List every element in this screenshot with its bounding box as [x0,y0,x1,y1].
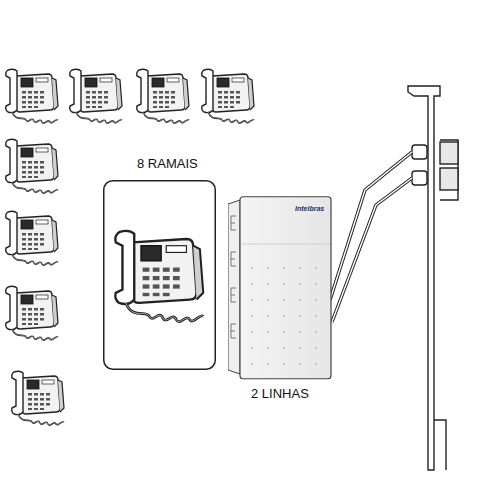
inset-box-outline [103,180,216,370]
pbx-device: Intelbras2 LINHAS [228,196,332,380]
pci-card [408,86,458,470]
brand-logo: Intelbras [295,205,324,212]
cables [330,152,412,322]
box-caption: 2 LINHAS [251,386,309,401]
pbx-device-outline [228,196,332,380]
inset-box: 8 RAMAIS [103,180,216,370]
box-heading: 8 RAMAIS [137,156,198,171]
phone-icons [6,69,254,425]
